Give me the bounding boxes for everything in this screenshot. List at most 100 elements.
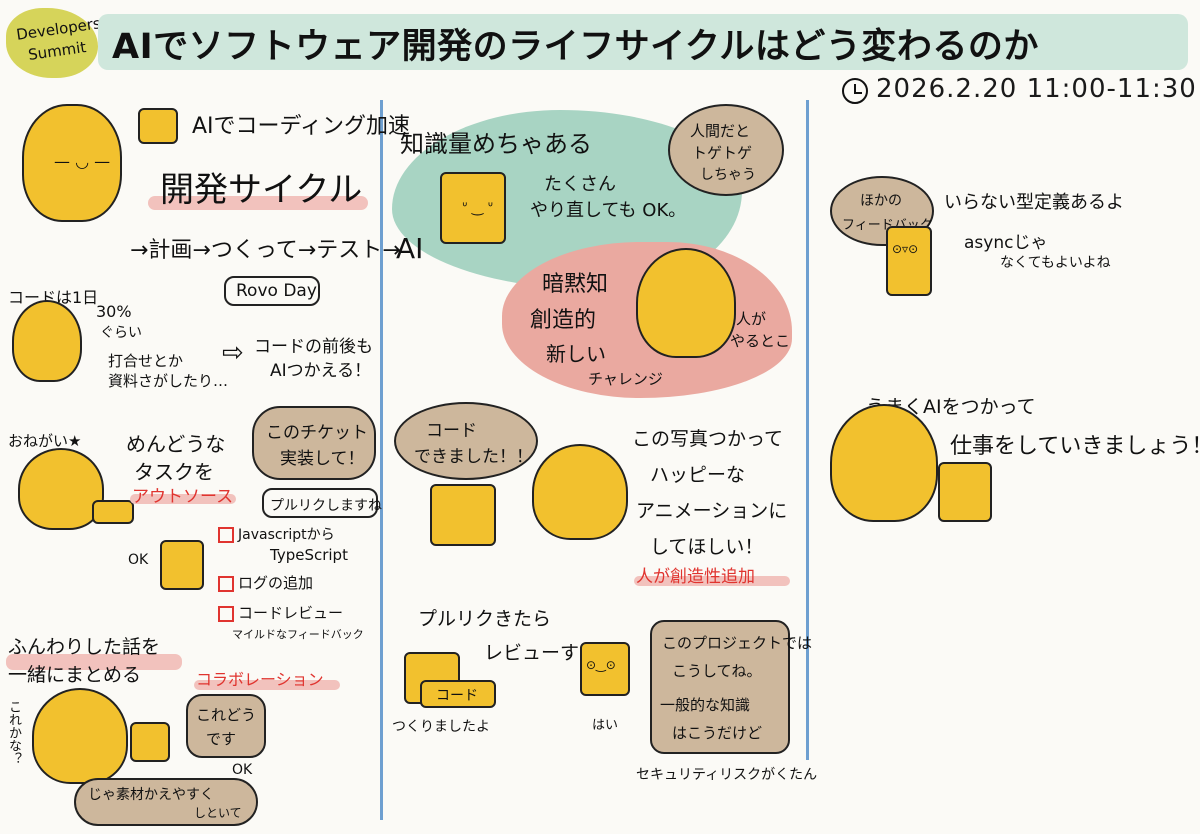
checklist-item-3: コードレビュー	[218, 602, 343, 623]
ticket-line2: 実装して！	[280, 449, 365, 469]
speaker-portrait: — ◡ —	[22, 104, 122, 222]
pr-box-label: プルリクしますね	[270, 498, 382, 514]
box-package-icon	[92, 500, 134, 524]
code-note-line2: 30%	[96, 302, 132, 321]
ai-character: ᐡ ‿ ᐡ	[440, 172, 506, 244]
process-flow: →計画→つくって→テスト→	[130, 238, 401, 263]
rovo-day-label: Rovo Day	[236, 281, 317, 301]
tacit-line3: 新しい	[546, 342, 606, 366]
collab-label: コラボレーション	[196, 670, 324, 689]
photo-line2: ハッピーな	[650, 464, 746, 486]
outsource-label: アウトソース	[132, 487, 234, 507]
doudesu-line2: です	[206, 730, 237, 748]
reviewer-character: ⊙‿⊙	[580, 642, 630, 696]
checkbox-icon	[218, 527, 234, 543]
pr-box: プルリクしますね	[262, 488, 382, 518]
project-line1: このプロジェクトでは	[662, 634, 813, 652]
human-line1: 人間だと	[690, 122, 751, 140]
collab-highlight	[194, 680, 340, 690]
tedious-line1: めんどうな	[126, 432, 226, 456]
onegai-label: おねがい★	[8, 432, 82, 450]
project-speech-bubble: このプロジェクトでは こうしてね。 一般的な知識 はこうだけど	[650, 620, 812, 754]
dev-cycle-heading: 開発サイクル	[160, 170, 363, 210]
speaker-face: — ◡ —	[54, 152, 111, 171]
subheading-highlight	[148, 196, 368, 210]
closing-line2: 仕事をしていきましょう！	[950, 434, 1200, 459]
creativity-highlight	[634, 576, 790, 586]
clock-icon	[842, 78, 868, 104]
redo-line2: やり直しても OK。	[530, 200, 687, 221]
pr-review-line2: レビューする	[484, 642, 599, 664]
closing-human-character	[830, 404, 938, 522]
meetings-line2: 資料さがしたり…	[108, 372, 229, 390]
ok-character	[160, 540, 204, 590]
ok-label-2: OK	[232, 762, 253, 778]
other-feedback-line1: ほかの	[860, 193, 902, 209]
logo-line1: Developers	[15, 14, 102, 44]
human-line3: しちゃう	[700, 167, 756, 183]
session-datetime: 2026.2.20 11:00-11:30	[876, 74, 1197, 104]
made-it-label: つくりましたよ	[392, 719, 490, 735]
other-feedback-bubble: ほかの フィードバック	[830, 176, 934, 246]
human-does-line2: やるとこ	[730, 332, 791, 350]
column-divider-right	[806, 100, 809, 760]
coding-heading: AIでコーディング加速	[192, 114, 410, 139]
project-line3: 一般的な知識	[660, 696, 751, 714]
outsource-highlight	[130, 494, 236, 504]
tacit-line2: 創造的	[530, 308, 597, 333]
checklist-item-1: Javascriptから	[218, 524, 335, 544]
fuwa-highlight	[6, 654, 182, 670]
code-tag-label: コード	[436, 688, 478, 704]
code-done-line1: コード	[426, 421, 477, 441]
coder-ai-character	[430, 484, 496, 546]
checklist-item-2: ログの追加	[218, 572, 313, 593]
ai-face: ᐡ ‿ ᐡ	[462, 200, 494, 216]
doudesu-line1: これどう	[196, 706, 257, 724]
checklist-item-3-sub: マイルドなフィードバック	[232, 628, 364, 641]
arrow-icon: ⇨	[222, 338, 244, 368]
title-highlight	[98, 14, 1188, 70]
small-character-icon	[138, 108, 178, 144]
ok-label-1: OK	[128, 552, 149, 568]
ai-label: AI	[396, 232, 424, 265]
code-tag-box: コード	[420, 680, 496, 708]
human-character	[636, 248, 736, 358]
project-line2: こうしてね。	[672, 662, 762, 680]
hai-label: はい	[592, 718, 619, 733]
meetings-line1: 打合せとか	[108, 352, 184, 370]
rovo-day-box: Rovo Day	[224, 276, 320, 306]
column-divider-left	[380, 100, 383, 820]
photo-line4: してほしい！	[650, 536, 764, 558]
checkbox-icon	[218, 605, 234, 622]
async-line1: asyncじゃ	[964, 233, 1048, 253]
creativity-label: 人が創造性追加	[636, 567, 755, 587]
large-collab-character	[32, 688, 128, 784]
redo-line1: たくさん	[544, 174, 616, 195]
doudesu-speech-bubble: これどう です	[186, 694, 266, 758]
checklist-item-1-sub: TypeScript	[270, 546, 348, 564]
human-does-line1: 人が	[736, 310, 767, 328]
tacit-line1: 暗黙知	[542, 272, 609, 297]
knowledge-label: 知識量めちゃある	[400, 130, 592, 158]
code-done-line2: できました！！	[414, 447, 533, 467]
async-line2: なくてもよいよね	[1000, 255, 1111, 271]
logo-line2: Summit	[27, 38, 88, 64]
side-question: これかな？	[6, 700, 21, 765]
code-note-line3: ぐらい	[100, 325, 142, 341]
tacit-line4: チャレンジ	[588, 370, 663, 388]
thinking-character	[12, 300, 82, 382]
arrow-note-line1: コードの前後も	[254, 337, 373, 357]
fuwa-line1: ふんわりした話を	[8, 636, 161, 658]
ticket-line1: このチケット	[266, 423, 368, 443]
arrow-note-line2: AIつかえる！	[270, 361, 372, 381]
project-line4: はこうだけど	[672, 724, 763, 742]
small-collab-character	[130, 722, 170, 762]
closing-ai-character	[938, 462, 992, 522]
asking-character	[18, 448, 104, 530]
code-done-speech-bubble: コード できました！！	[394, 402, 538, 480]
material-line2: しといて	[194, 806, 242, 820]
page-title: AIでソフトウェア開発のライフサイクルはどう変わるのか	[112, 27, 1039, 67]
pr-review-line1: プルリクきたら	[418, 608, 552, 630]
security-label: セキュリティリスクがくたん	[636, 767, 818, 783]
requester-character	[532, 444, 628, 540]
